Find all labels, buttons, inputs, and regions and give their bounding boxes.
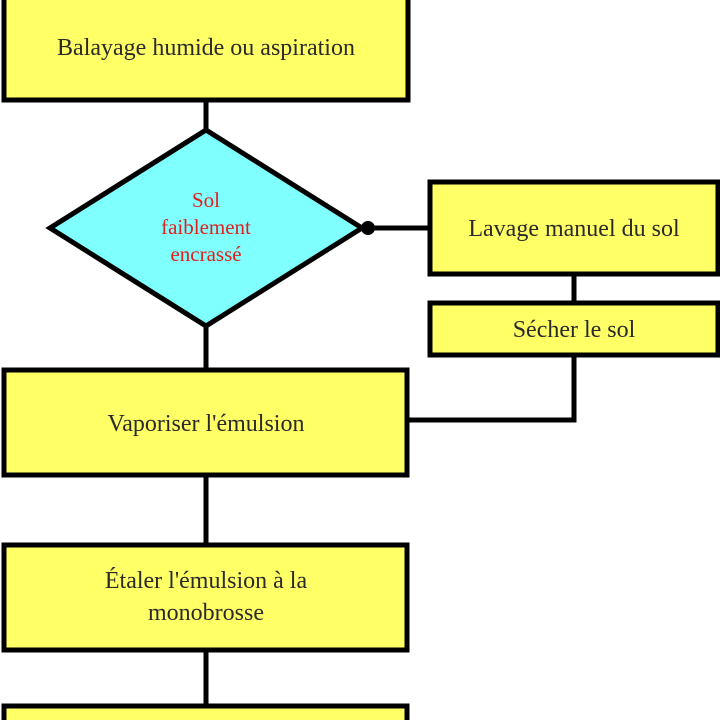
step-dry-floor: Sécher le sol [427, 300, 720, 358]
step-next-box [1, 703, 410, 720]
decision-diamond-shape [45, 127, 367, 329]
step-manual-wash-box [427, 179, 720, 277]
decision-lightly-soiled: Sol faiblement encrassé [45, 127, 367, 329]
step-spread-label-line2: monobrosse [148, 600, 264, 626]
decision-label-line3: encrassé [170, 242, 241, 266]
step-spread: Étaler l'émulsion à la monobrosse [1, 542, 410, 653]
decision-label-line2: faiblement [161, 215, 251, 239]
step-spray: Vaporiser l'émulsion [1, 367, 410, 478]
step-spray-box [1, 367, 410, 478]
step-sweep-box [1, 0, 411, 103]
connector-dry-to-spray [407, 355, 577, 423]
step-dry-floor-label: Sécher le sol [513, 317, 636, 343]
step-sweep-label: Balayage humide ou aspiration [57, 35, 355, 61]
decision-label-line1: Sol [192, 188, 220, 212]
step-spread-box [1, 542, 410, 653]
step-dry-floor-box [427, 300, 720, 358]
step-spread-label-line1: Étaler l'émulsion à la [105, 568, 308, 594]
connector-junction-dot [361, 221, 375, 235]
step-manual-wash-label: Lavage manuel du sol [468, 216, 680, 242]
step-spray-label: Vaporiser l'émulsion [108, 411, 305, 437]
step-next-partial [1, 703, 410, 720]
step-sweep: Balayage humide ou aspiration [1, 0, 411, 103]
connectors [203, 100, 577, 706]
step-manual-wash: Lavage manuel du sol [427, 179, 720, 277]
